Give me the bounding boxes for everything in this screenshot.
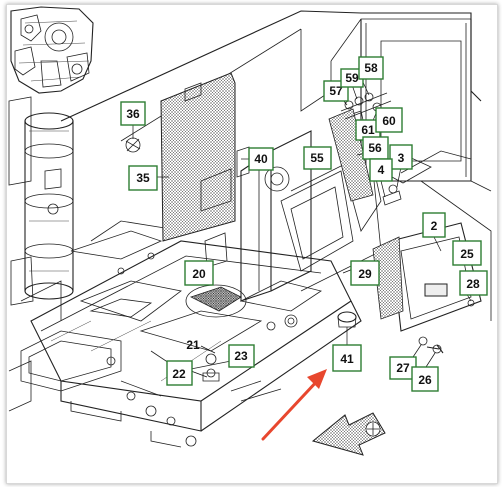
orientation-arrow-icon: [311, 412, 386, 456]
left-mesh-panel: [160, 72, 236, 242]
callout-36: 36: [120, 101, 146, 126]
callout-22: 22: [166, 360, 193, 386]
svg-text:41: 41: [340, 352, 354, 366]
callout-25: 25: [452, 240, 482, 266]
callout-55: 55: [303, 146, 332, 170]
callout-26: 26: [411, 366, 439, 392]
callout-40: 40: [248, 147, 274, 171]
svg-text:56: 56: [368, 141, 382, 155]
svg-text:25: 25: [460, 247, 474, 261]
callout-56: 56: [362, 136, 389, 160]
callout-27: 27: [389, 356, 417, 380]
callout-28: 28: [459, 270, 488, 296]
svg-text:26: 26: [418, 373, 432, 387]
svg-text:21: 21: [186, 338, 200, 352]
center-pillar-drawing: [240, 110, 382, 302]
callout-58: 58: [358, 56, 384, 80]
svg-text:20: 20: [192, 267, 206, 281]
callout-29: 29: [350, 260, 380, 286]
callout-4: 4: [369, 158, 393, 182]
callout-35: 35: [128, 165, 158, 191]
machine-line-art: [8, 6, 492, 448]
engine-drawing: [10, 6, 94, 94]
callout-3: 3: [389, 144, 413, 170]
svg-text:60: 60: [382, 114, 396, 128]
svg-text:55: 55: [310, 151, 324, 165]
diagram-frame: 36 35 40 55 57 59 58 61 60 56 3 4 2 25 2…: [6, 4, 498, 484]
floor-grate: [189, 286, 242, 312]
callout-2: 2: [422, 212, 446, 238]
pointer-arrow-icon: [261, 369, 327, 441]
callout-21: 21: [186, 338, 200, 352]
exploded-parts-diagram: 36 35 40 55 57 59 58 61 60 56 3 4 2 25 2…: [8, 6, 492, 456]
callout-23: 23: [228, 344, 255, 368]
svg-text:57: 57: [329, 84, 343, 98]
svg-text:59: 59: [345, 71, 359, 85]
right-mesh-strip: [328, 108, 374, 202]
svg-text:3: 3: [398, 151, 405, 165]
svg-text:36: 36: [126, 107, 140, 121]
svg-text:27: 27: [396, 361, 410, 375]
callout-41: 41: [332, 344, 362, 372]
svg-text:22: 22: [172, 367, 186, 381]
left-column-drawing: [8, 96, 74, 306]
svg-text:28: 28: [466, 277, 480, 291]
svg-text:29: 29: [358, 267, 372, 281]
svg-text:2: 2: [431, 219, 438, 233]
svg-text:4: 4: [378, 163, 385, 177]
callout-20: 20: [184, 260, 214, 286]
base-frame-drawing: [8, 220, 362, 448]
svg-text:23: 23: [234, 349, 248, 363]
callout-60: 60: [375, 107, 403, 133]
svg-text:40: 40: [254, 152, 268, 166]
svg-text:35: 35: [136, 171, 150, 185]
svg-text:58: 58: [364, 61, 378, 75]
svg-text:61: 61: [361, 123, 375, 137]
